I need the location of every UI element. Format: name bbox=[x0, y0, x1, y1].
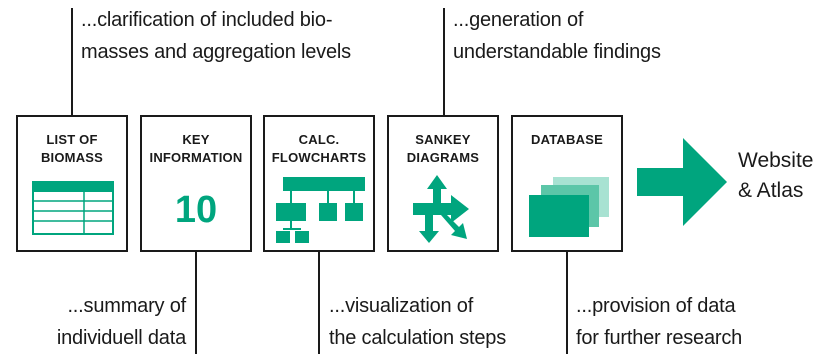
connector-line-flowcharts bbox=[318, 251, 320, 354]
caption-clarification: ...clarification of included bio- masses… bbox=[81, 9, 351, 63]
box-key-information: KEY INFORMATION 10 bbox=[140, 115, 252, 252]
stacked-sheets-icon bbox=[529, 177, 609, 237]
caption-visualization: ...visualization of the calculation step… bbox=[329, 295, 507, 349]
connector-line-database bbox=[566, 251, 568, 354]
connector-line-list-of-biomass bbox=[71, 8, 73, 116]
box-list-of-biomass: LIST OF BIOMASS bbox=[16, 115, 128, 252]
key-number: 10 bbox=[174, 189, 218, 231]
box-calc-flowcharts: CALC. FLOWCHARTS bbox=[263, 115, 375, 252]
caption-summary: ...summary of individuell data bbox=[56, 295, 186, 349]
caption-provision: ...provision of data for further researc… bbox=[576, 295, 743, 349]
flowchart-icon bbox=[276, 177, 365, 243]
sankey-arrows-icon bbox=[413, 175, 469, 243]
box-title: SANKEY DIAGRAMS bbox=[406, 132, 480, 165]
caption-generation: ...generation of understandable findings bbox=[453, 9, 661, 63]
box-title: DATABASE bbox=[531, 132, 603, 147]
box-title: CALC. FLOWCHARTS bbox=[271, 132, 367, 165]
right-arrow-icon bbox=[637, 138, 727, 226]
box-title: LIST OF BIOMASS bbox=[40, 132, 104, 165]
table-icon bbox=[32, 181, 114, 235]
connector-line-sankey bbox=[443, 8, 445, 116]
box-sankey-diagrams: SANKEY DIAGRAMS bbox=[387, 115, 499, 252]
website-atlas-label: Website & Atlas bbox=[738, 149, 814, 202]
box-title: KEY INFORMATION bbox=[149, 132, 243, 165]
connector-line-key-information bbox=[195, 251, 197, 354]
box-database: DATABASE bbox=[511, 115, 623, 252]
